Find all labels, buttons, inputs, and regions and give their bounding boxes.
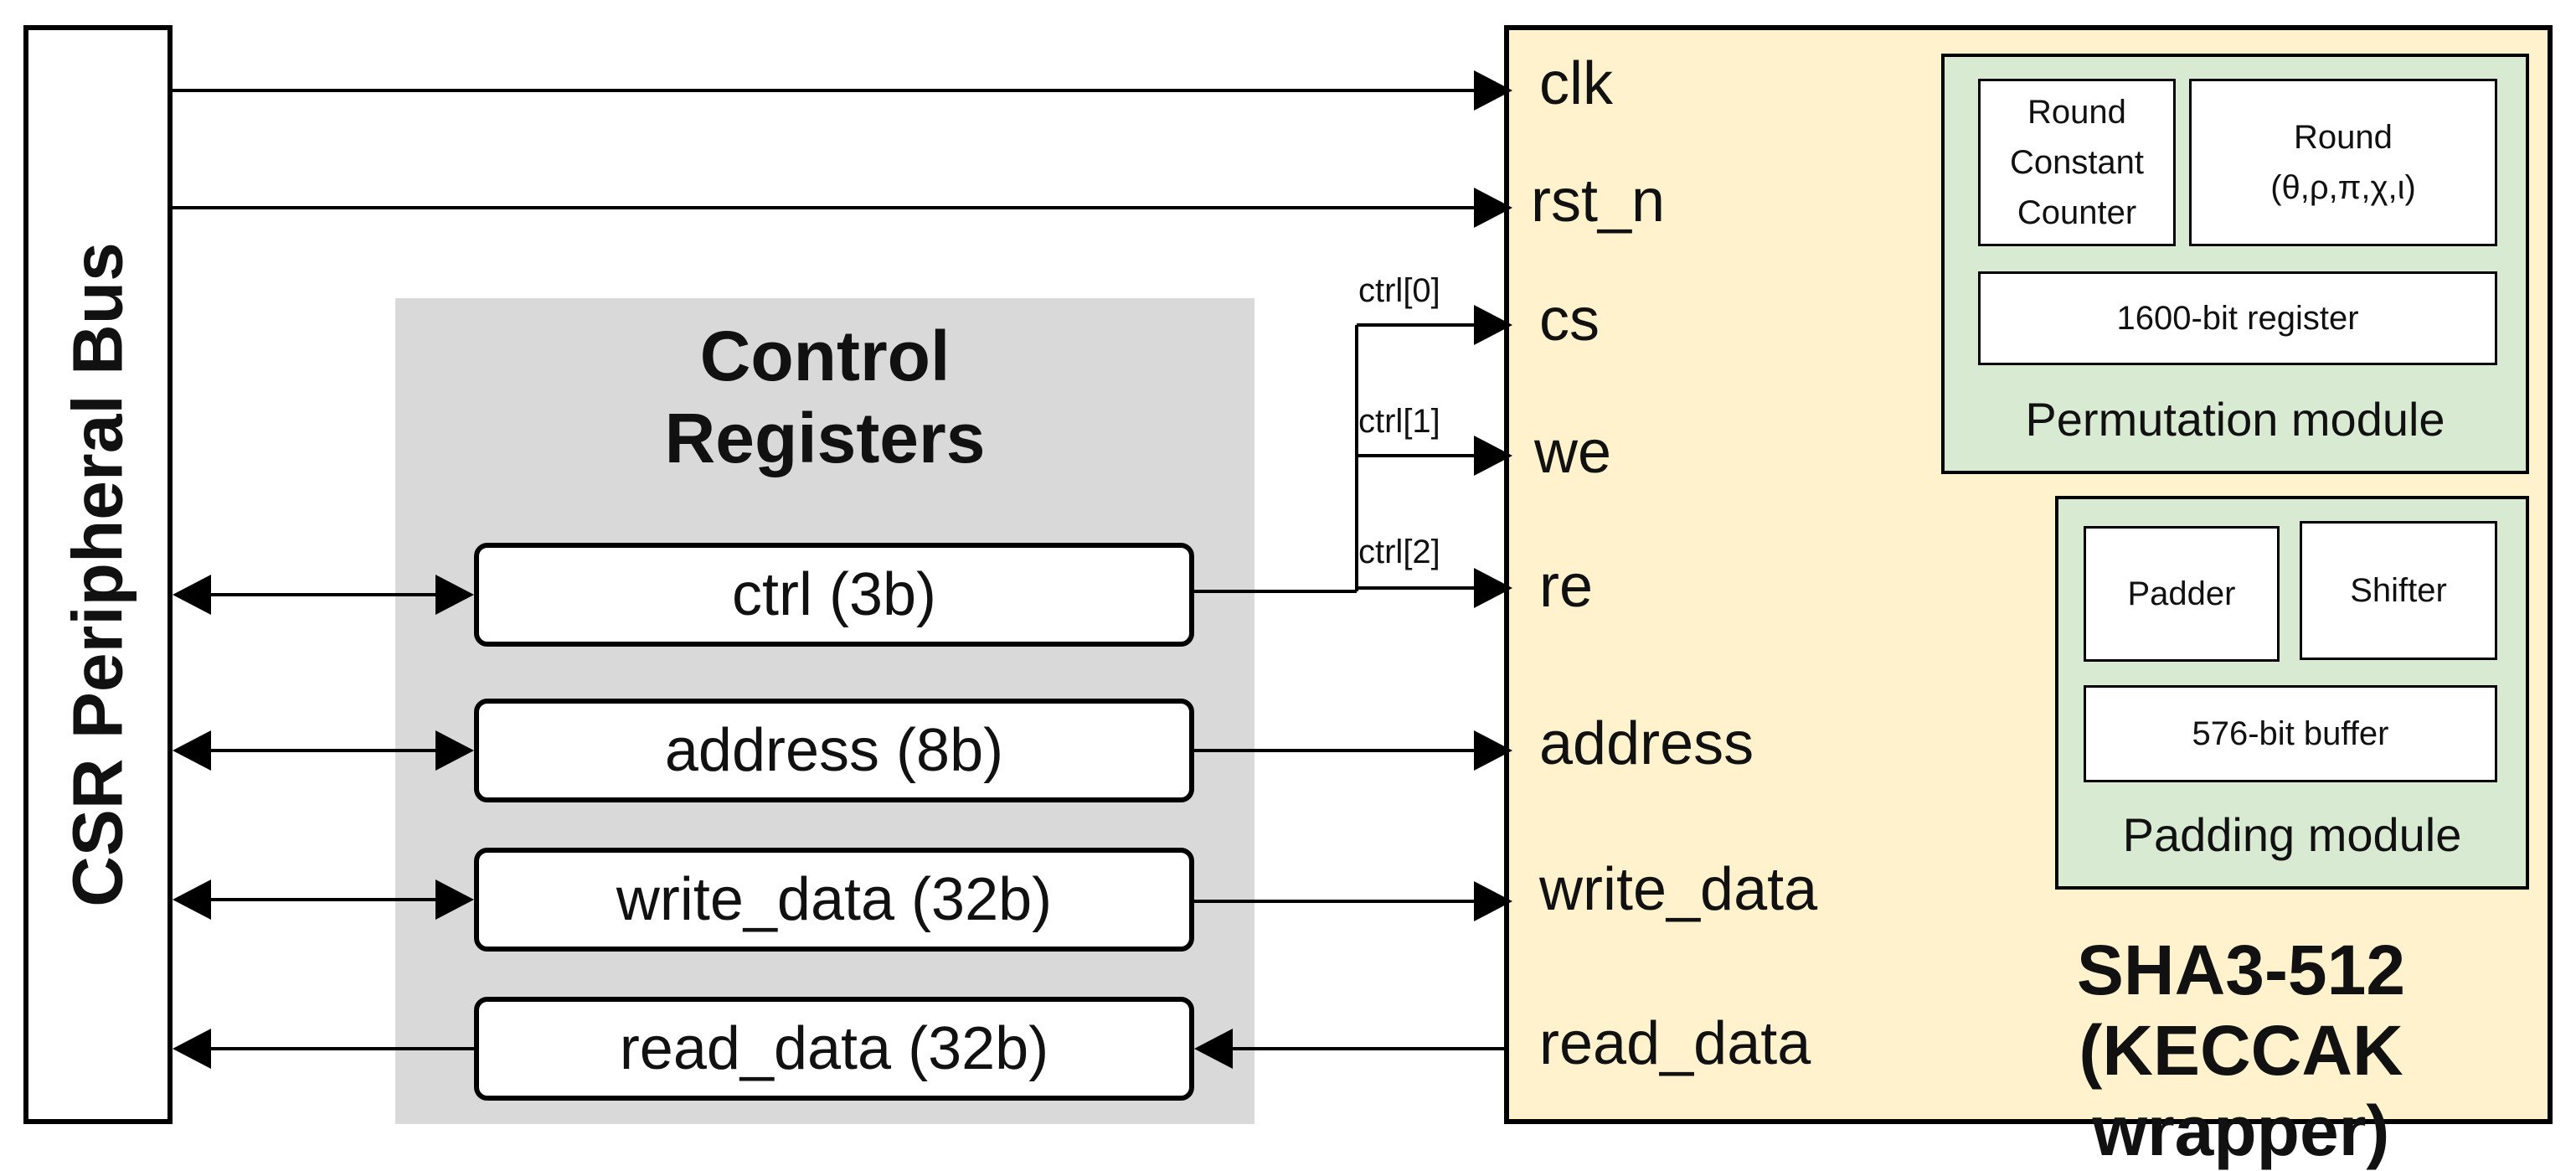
ctrl-reg-arrowhead [435,575,474,615]
shifter: Shifter [2300,521,2497,660]
write-data-bus-arrowhead [173,880,211,920]
address-arrowhead [1474,730,1512,771]
clk-arrowhead [1474,70,1512,111]
cs-arrowhead [1474,305,1512,345]
ctrl-bus-arrowhead [173,575,211,615]
round-function: Round (θ,ρ,π,χ,ι) [2189,79,2497,246]
control-registers-title: Control Registers [664,317,986,477]
port-rst-n: rst_n [1531,168,1666,235]
read-data-bus-arrowhead [173,1029,211,1069]
we-arrowhead [1474,436,1512,476]
state-register-1600: 1600-bit register [1978,271,2497,365]
write-data-register: write_data (32b) [474,848,1194,952]
port-we: we [1534,419,1612,486]
ctrl-bit-1-label: ctrl[1] [1358,403,1440,440]
port-read-data: read_data [1539,1010,1811,1077]
address-bus-arrowhead [173,730,211,771]
csr-peripheral-bus: CSR Peripheral Bus [23,25,173,1124]
wire-lines [173,89,1504,1050]
padder: Padder [2084,526,2280,662]
port-write-data: write_data [1539,856,1818,923]
permutation-module-label: Permutation module [2025,393,2445,446]
address-reg-arrowhead [435,730,474,771]
buffer-576: 576-bit buffer [2084,685,2497,782]
padding-module-label: Padding module [2122,808,2462,861]
ctrl-register: ctrl (3b) [474,543,1194,647]
arrowheads [173,70,1512,1069]
port-address: address [1539,710,1754,777]
write-data-arrowhead [1474,881,1512,921]
rst-n-arrowhead [1474,188,1512,228]
sha-title: SHA3-512 (KECCAK wrapper) [2076,931,2406,1170]
ctrl-bit-0-label: ctrl[0] [1358,272,1440,309]
port-clk: clk [1539,50,1613,117]
address-register: address (8b) [474,699,1194,802]
round-constant-counter: Round Constant Counter [1978,79,2176,246]
read-data-register: read_data (32b) [474,997,1194,1101]
re-arrowhead [1474,568,1512,608]
ctrl-bit-2-label: ctrl[2] [1358,534,1440,570]
port-re: re [1539,553,1594,620]
read-data-reg-arrowhead [1194,1029,1233,1069]
write-data-reg-arrowhead [435,880,474,920]
port-cs: cs [1539,286,1600,353]
